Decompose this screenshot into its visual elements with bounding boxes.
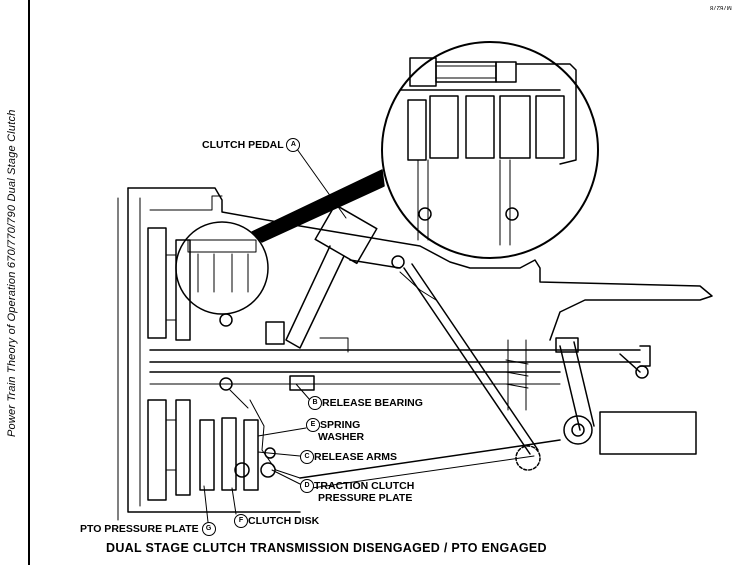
release-bearing bbox=[229, 321, 349, 479]
label-leaders bbox=[203, 383, 311, 523]
label-pto-pressure-plate: PTO PRESSURE PLATE G bbox=[80, 522, 216, 536]
label-spring-washer-text: SPRING bbox=[320, 418, 361, 431]
label-release-bearing-text: RELEASE BEARING bbox=[322, 396, 423, 409]
label-pto-pressure-plate-text: PTO PRESSURE PLATE bbox=[80, 522, 199, 535]
callout-g: G bbox=[201, 522, 216, 536]
figure-caption: DUAL STAGE CLUTCH TRANSMISSION DISENGAGE… bbox=[106, 541, 547, 555]
right-linkage bbox=[299, 337, 697, 489]
callout-e: E bbox=[306, 418, 320, 432]
label-pressure-plate-text: TRACTION CLUTCH bbox=[314, 479, 415, 492]
label-clutch-disk-text: CLUTCH DISK bbox=[248, 514, 320, 527]
label-pressure-plate-text2: PRESSURE PLATE bbox=[318, 492, 413, 504]
callout-a: A bbox=[286, 138, 301, 152]
label-clutch-pedal-text: CLUTCH PEDAL bbox=[202, 138, 284, 151]
label-spring-washer-text2: WASHER bbox=[318, 431, 365, 443]
pedal-linkage bbox=[285, 141, 541, 471]
callout-b: B bbox=[308, 396, 322, 410]
detail-leader bbox=[251, 169, 385, 243]
detail-circle-large bbox=[381, 41, 599, 259]
detail-circle-small bbox=[175, 221, 269, 315]
clutch-housing bbox=[117, 187, 713, 521]
sidebar-rule bbox=[28, 0, 30, 565]
label-clutch-pedal: CLUTCH PEDAL A bbox=[202, 138, 301, 152]
callout-c: C bbox=[300, 450, 314, 464]
clutch-plates bbox=[147, 227, 276, 501]
callout-f: F bbox=[234, 514, 248, 528]
label-release-arms-text: RELEASE ARMS bbox=[314, 450, 398, 463]
callout-d: D bbox=[300, 479, 314, 493]
